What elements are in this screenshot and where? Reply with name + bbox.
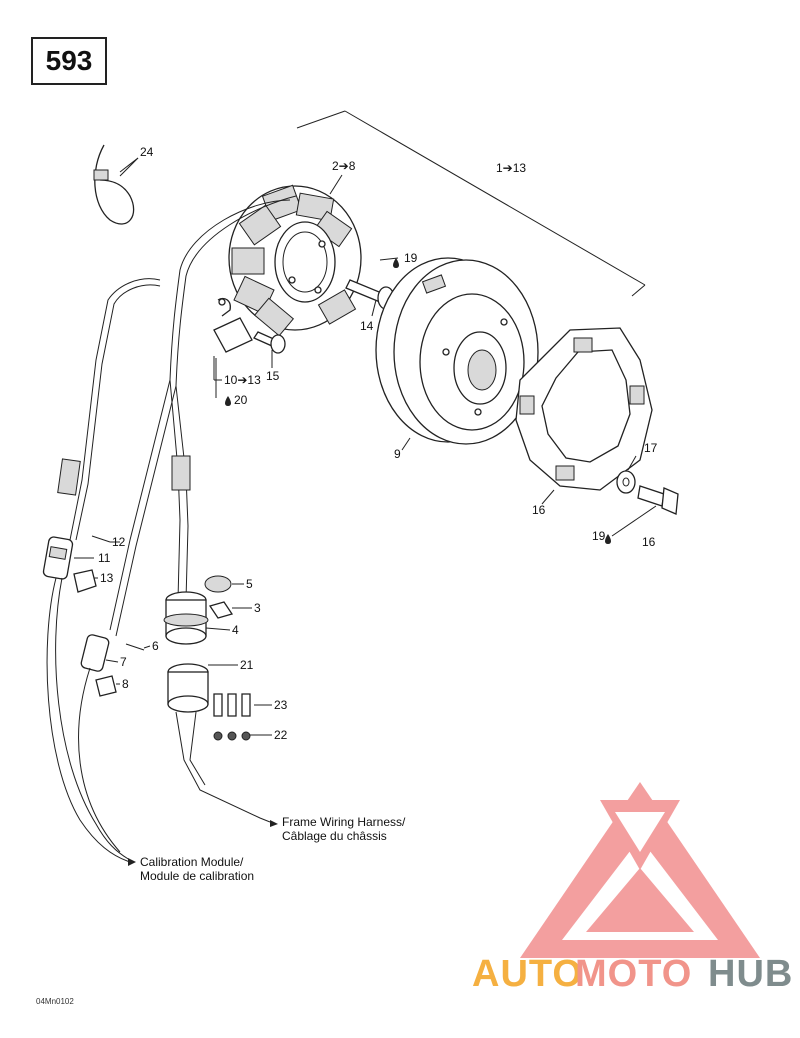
callout-3: 3 <box>254 601 261 615</box>
callout-19a: 19 <box>404 251 418 265</box>
callout-16b: 16 <box>642 535 656 549</box>
terminal-3 <box>208 601 234 619</box>
watermark-text: AUTO MOTO HUB <box>472 953 793 995</box>
reference-code: 04Mn0102 <box>36 997 74 1006</box>
leader-lines <box>74 157 657 866</box>
seals-22 <box>213 731 251 741</box>
callout-9: 9 <box>394 447 401 461</box>
watermark-hub: HUB <box>708 953 793 995</box>
terminals-23 <box>213 693 251 717</box>
page-number: 593 <box>45 45 93 76</box>
bracket-13 <box>73 569 97 593</box>
connector-housing-21 <box>167 663 271 823</box>
callout-15: 15 <box>266 369 280 383</box>
callout-11: 11 <box>98 551 111 565</box>
flywheel <box>375 257 539 445</box>
clip-8 <box>95 675 117 697</box>
washer <box>616 470 636 494</box>
callout-16a: 16 <box>532 503 546 517</box>
callout-10-13: 10➔13 <box>224 373 261 387</box>
callout-4: 4 <box>232 623 239 637</box>
cable-tie <box>93 144 139 225</box>
ring-gear <box>515 327 653 491</box>
callout-21: 21 <box>240 658 254 672</box>
connector-housing-4 <box>163 591 209 645</box>
oil-drop-icon <box>605 534 611 544</box>
stator <box>228 184 362 337</box>
callout-2-8: 2➔8 <box>332 159 356 173</box>
trigger-coil <box>213 297 253 353</box>
seal-5 <box>204 575 232 593</box>
callout-22: 22 <box>274 728 288 742</box>
frame-harness-label-en: Frame Wiring Harness/ <box>282 815 406 829</box>
callout-1-13: 1➔13 <box>496 161 526 175</box>
callout-17: 17 <box>644 441 658 455</box>
callout-13: 13 <box>100 571 114 585</box>
page-number-box: 593 <box>31 37 107 85</box>
callout-20: 20 <box>234 393 248 407</box>
pin-12 <box>91 535 111 543</box>
watermark-logo <box>520 782 760 958</box>
frame-harness-label-fr: Câblage du châssis <box>282 829 387 843</box>
screw-14 <box>345 279 395 310</box>
wiring-harness <box>57 195 297 637</box>
callout-8: 8 <box>122 677 129 691</box>
harness-notes: Frame Wiring Harness/ Câblage du châssis… <box>140 815 406 883</box>
connector-7 <box>80 634 110 672</box>
callout-7: 7 <box>120 655 127 669</box>
callout-23: 23 <box>274 698 288 712</box>
watermark-moto: MOTO <box>575 953 692 995</box>
calibration-label-fr: Module de calibration <box>140 869 254 883</box>
pin-6 <box>125 643 145 651</box>
oil-drop-markers <box>225 258 611 544</box>
oil-drop-icon <box>393 258 399 268</box>
callout-14: 14 <box>360 319 374 333</box>
callout-labels: 24 2➔8 1➔13 19 14 10➔13 15 20 9 17 16 19… <box>98 145 658 742</box>
oil-drop-icon <box>225 396 231 406</box>
screw-15 <box>253 331 286 354</box>
calibration-wires <box>46 577 131 863</box>
callout-19b: 19 <box>592 529 606 543</box>
callout-24: 24 <box>140 145 154 159</box>
callout-12: 12 <box>112 535 126 549</box>
callout-5: 5 <box>246 577 253 591</box>
flywheel-bolt <box>637 485 679 515</box>
assembly-bracket <box>296 110 646 297</box>
connector-11 <box>42 536 74 580</box>
watermark-auto: AUTO <box>472 953 583 995</box>
calibration-label-en: Calibration Module/ <box>140 855 244 869</box>
callout-6: 6 <box>152 639 159 653</box>
